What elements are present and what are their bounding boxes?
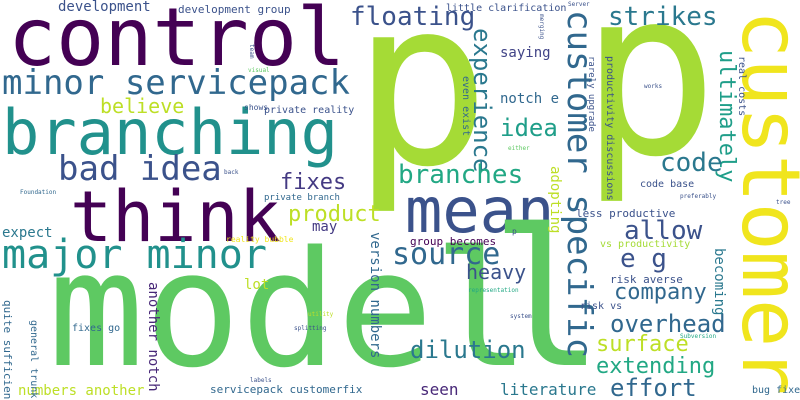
word-bug-fixes: bug fixes (752, 385, 800, 396)
word-visual: visual (248, 67, 270, 74)
word-experience: experience (468, 28, 496, 173)
word-p-small: p (512, 227, 517, 236)
word-ultimately: ultimately (714, 50, 739, 183)
word-server: Server (568, 1, 590, 8)
word-l: l (490, 189, 605, 400)
word-think: think (70, 176, 281, 258)
word-source: source (392, 237, 501, 272)
word-servicepack-customerfix: servicepack customerfix (210, 383, 363, 396)
word-code: code (660, 148, 723, 178)
word-bad-idea: bad idea (58, 149, 222, 189)
word-reality-bubble: reality bubble (226, 235, 294, 244)
word-expect: expect (2, 225, 53, 241)
word-branches: branches (398, 160, 524, 190)
word-may: may (312, 219, 338, 235)
word-merging: merging (538, 14, 545, 40)
word-tree: tree (776, 199, 791, 206)
word-notch-e: notch e (500, 91, 560, 107)
word-major-minor: major minor (2, 232, 267, 278)
word-believe: believe (100, 94, 185, 118)
word-control: control (8, 0, 346, 84)
word-e-g: e g (620, 244, 667, 274)
word-model: model (48, 216, 530, 400)
word-effort: effort (610, 374, 697, 400)
word-either: either (508, 145, 530, 152)
word-labels: labels (250, 377, 272, 384)
word-minor-servicepack: minor servicepack (2, 63, 350, 103)
word-even-exist: even exist (460, 76, 471, 137)
word-less-productive: less productive (576, 207, 676, 220)
word-heavy: heavy (466, 260, 527, 284)
word-adopting: adopting (547, 166, 563, 234)
word-little-clarification: little clarification (446, 3, 567, 14)
word-seen: seen (420, 380, 459, 399)
word-p-center: p (352, 0, 491, 218)
word-preferably: preferably (680, 193, 717, 200)
word-back: back (224, 169, 239, 176)
word-risk-vs: risk vs (580, 301, 623, 312)
word-real-costs: real costs (736, 56, 747, 117)
word-fixes: fixes (280, 170, 347, 195)
word-utility: utility (308, 311, 334, 318)
word-quite-sufficient: quite sufficient (1, 300, 14, 400)
word-productivity-discussions: productivity discussions (604, 56, 615, 201)
word-numbers-another: numbers another (18, 383, 145, 399)
word-subversion: Subversion (680, 333, 717, 340)
word-lot: lot (244, 277, 270, 293)
word-version-numbers: version numbers (367, 232, 383, 359)
word-representation: representation (468, 287, 519, 294)
word-becoming: becoming (711, 248, 727, 316)
word-floating: floating (350, 2, 476, 32)
word-customer: customer (724, 10, 800, 396)
word-code-base: code base (640, 179, 695, 190)
word-development-group: development group (178, 3, 291, 16)
word-risk-averse: risk averse (610, 273, 683, 286)
word-system: system (510, 313, 532, 320)
word-idea: idea (500, 114, 558, 142)
word-dilution: dilution (410, 336, 526, 364)
word-group-becomes: group becomes (410, 235, 497, 248)
word-another-notch: another notch (145, 282, 161, 392)
word-fixes-go: fixes go (72, 323, 121, 334)
word-mean: mean (405, 174, 555, 247)
word-works: works (644, 83, 663, 90)
word-surface: surface (596, 332, 689, 357)
word-allow: allow (624, 216, 703, 246)
word-strikes: strikes (608, 2, 718, 32)
word-product: product (288, 202, 381, 227)
word-branching: branching (2, 96, 338, 169)
word-private-reality: private reality (264, 105, 355, 116)
word-extending: extending (596, 354, 716, 379)
word-customer-specific: customer specific (559, 10, 599, 358)
word-team: team (248, 44, 255, 59)
word-company: company (614, 280, 707, 305)
word-development: development (58, 0, 151, 15)
word-shows: shows (244, 103, 269, 112)
word-overhead: overhead (610, 310, 726, 338)
word-foundation: Foundation (20, 189, 57, 196)
word-vs-productivity: vs productivity (600, 239, 691, 250)
word-rarely-upgrade: rarely upgrade (586, 56, 596, 132)
word-general-trunk: general trunk (28, 320, 39, 399)
word-literature: literature (500, 380, 597, 399)
word-p-right: p (580, 0, 719, 208)
word-splitting: splitting (294, 325, 327, 332)
word-saying: saying (500, 45, 551, 61)
word-private-branch: private branch (264, 193, 340, 203)
